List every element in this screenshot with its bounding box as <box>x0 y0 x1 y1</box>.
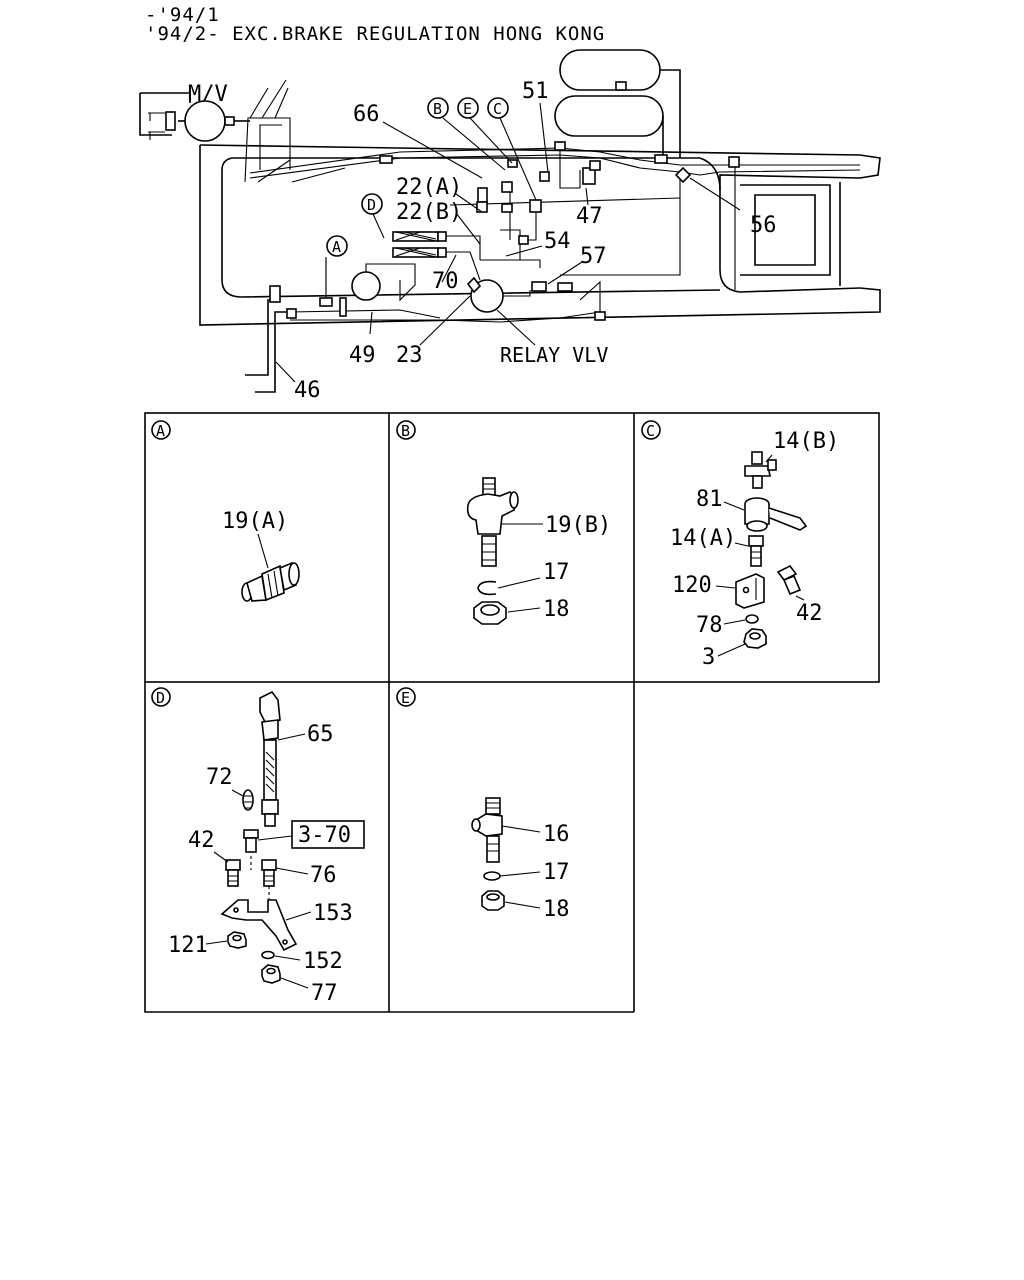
part-19b-tee <box>466 477 519 567</box>
panel-c-part-3: 3 <box>702 645 715 670</box>
ref-box-3-70 <box>291 820 365 849</box>
panel-c-part-78: 78 <box>696 613 723 638</box>
callout-54: 54 <box>544 229 571 254</box>
callout-relay-vlv: RELAY VLV <box>500 343 608 367</box>
part-42-bolt <box>776 564 802 596</box>
part-76-bolt <box>261 859 277 900</box>
header-line-2: '94/2- EXC.BRAKE REGULATION HONG KONG <box>145 23 605 45</box>
panel-a-id: A <box>156 422 165 440</box>
panel-e-badge <box>396 687 416 707</box>
callout-circle-e <box>457 97 479 119</box>
panel-a-badge <box>151 420 171 440</box>
callout-47: 47 <box>576 204 603 229</box>
callout-e: E <box>463 100 472 118</box>
callout-circle-c <box>487 97 509 119</box>
part-17-washer <box>477 580 497 596</box>
part-14a-nipple <box>748 535 764 567</box>
panel-d-part-121: 121 <box>168 933 208 958</box>
callout-57: 57 <box>580 244 607 269</box>
fitting-a <box>319 297 333 307</box>
panel-b-badge <box>396 420 416 440</box>
callout-49: 49 <box>349 343 376 368</box>
callout-circle-b <box>427 97 449 119</box>
panel-b-part-18: 18 <box>543 597 570 622</box>
main-callouts: 66 B E C 51 22(A) 22(B) D 47 56 54 A 57 … <box>294 79 777 403</box>
callout-a: A <box>332 238 341 256</box>
panel-c-part-81: 81 <box>696 487 723 512</box>
panel-e-part-17: 17 <box>543 860 570 885</box>
panel-b: B 19(B) 17 18 <box>396 420 611 625</box>
part-3-nut <box>743 628 767 649</box>
panel-d-ref-3-70: 3-70 <box>298 823 351 848</box>
callout-b: B <box>433 100 442 118</box>
callout-56: 56 <box>750 213 777 238</box>
part-17-washer-e <box>483 871 501 881</box>
callout-66: 66 <box>353 102 380 127</box>
callout-51: 51 <box>522 79 549 104</box>
panel-b-id: B <box>401 422 410 440</box>
part-3-70-fitting <box>243 829 259 870</box>
panel-c-part-42: 42 <box>796 601 823 626</box>
panel-c-badge <box>641 420 661 440</box>
part-121-nut <box>227 931 247 949</box>
panel-c-part-14a: 14(A) <box>670 526 736 551</box>
panel-c: C 14(B) 81 14(A) 120 <box>641 420 839 670</box>
part-81-valve <box>744 497 808 532</box>
panel-e-part-18: 18 <box>543 897 570 922</box>
part-153-bracket <box>220 899 298 952</box>
part-14b-fitting <box>744 451 777 489</box>
panel-e: E 16 17 18 <box>396 687 570 922</box>
part-18-nut <box>473 601 507 625</box>
detail-grid <box>144 412 880 1013</box>
panel-d-part-152: 152 <box>303 949 343 974</box>
air-tank-lower <box>554 95 664 137</box>
callout-circle-a <box>326 235 348 257</box>
panel-a: A 19(A) <box>151 420 300 602</box>
callout-70: 70 <box>432 269 459 294</box>
panel-c-part-14b: 14(B) <box>773 429 839 454</box>
part-18-nut-e <box>481 890 505 911</box>
callout-22a: 22(A) <box>396 175 462 200</box>
chassis-diagram: M/V <box>139 49 881 393</box>
part-42-bolt-d <box>225 859 241 887</box>
part-19a-union <box>241 561 300 602</box>
mv-valve <box>184 100 226 142</box>
panel-e-id: E <box>401 689 410 707</box>
panel-d-part-42: 42 <box>188 828 215 853</box>
panel-d-part-76: 76 <box>310 863 337 888</box>
air-tank-upper <box>559 49 661 91</box>
panel-b-part-19b: 19(B) <box>545 513 611 538</box>
panel-d-part-77: 77 <box>311 981 338 1006</box>
panel-e-part-16: 16 <box>543 822 570 847</box>
panel-d-part-65: 65 <box>307 722 334 747</box>
panel-a-part-19a: 19(A) <box>222 509 288 534</box>
callout-23: 23 <box>396 343 423 368</box>
callout-22b: 22(B) <box>396 200 462 225</box>
panel-d: D 65 72 3-70 42 <box>151 687 365 1006</box>
part-120-bracket <box>735 573 765 609</box>
part-152-washer <box>261 950 275 960</box>
part-65-hose <box>259 690 281 827</box>
panel-c-part-120: 120 <box>672 573 712 598</box>
panel-d-id: D <box>156 689 165 707</box>
panel-c-id: C <box>646 422 655 440</box>
panel-d-part-72: 72 <box>206 765 233 790</box>
part-77-nut <box>261 964 281 984</box>
panel-d-part-153: 153 <box>313 901 353 926</box>
callout-46: 46 <box>294 378 321 403</box>
header-line-1: -'94/1 <box>145 4 220 26</box>
callout-d: D <box>367 196 376 214</box>
callout-circle-d <box>361 193 383 215</box>
part-16-tee <box>471 797 503 863</box>
panel-d-badge <box>151 687 171 707</box>
air-chamber-49 <box>351 271 381 301</box>
part-72-ring <box>242 789 254 811</box>
callout-c: C <box>493 100 502 118</box>
part-78-washer <box>745 614 759 624</box>
leader-lines <box>275 102 741 383</box>
panel-b-part-17: 17 <box>543 560 570 585</box>
